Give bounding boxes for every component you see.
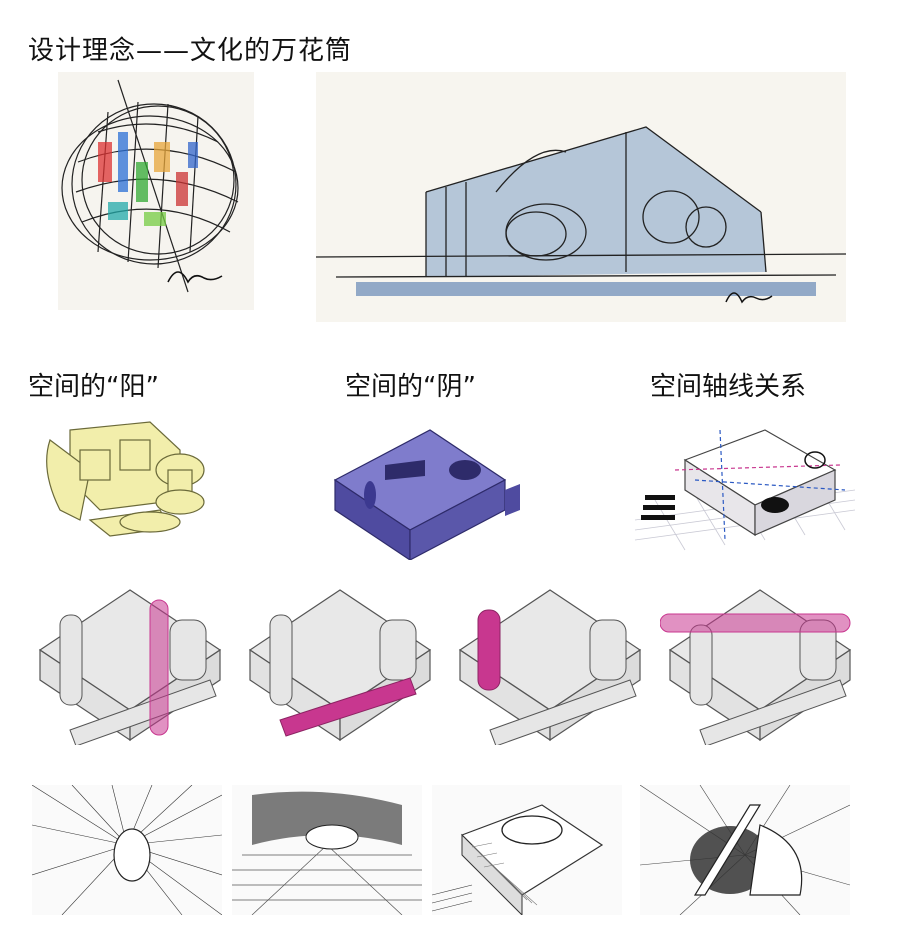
page-title: 设计理念——文化的万花筒: [28, 36, 353, 66]
axis-relationship-model: [625, 410, 865, 560]
interior-sketch-3: [432, 785, 622, 915]
volume-diagram-1: [30, 580, 230, 745]
volume-diagram-3: [450, 580, 650, 745]
label-space-yin: 空间的“阴”: [345, 372, 476, 402]
yang-solid-model: [30, 410, 220, 540]
interior-sketch-4: [640, 785, 850, 915]
label-space-yang: 空间的“阳”: [28, 372, 159, 402]
volume-diagram-4: [660, 580, 860, 745]
interior-sketch-1: [32, 785, 222, 915]
label-space-axis: 空间轴线关系: [650, 372, 807, 402]
building-sketch: [316, 72, 846, 322]
interior-sketch-2: [232, 785, 422, 915]
sphere-sketch: [58, 72, 254, 310]
volume-diagram-2: [240, 580, 440, 745]
yin-solid-model: [325, 410, 525, 560]
